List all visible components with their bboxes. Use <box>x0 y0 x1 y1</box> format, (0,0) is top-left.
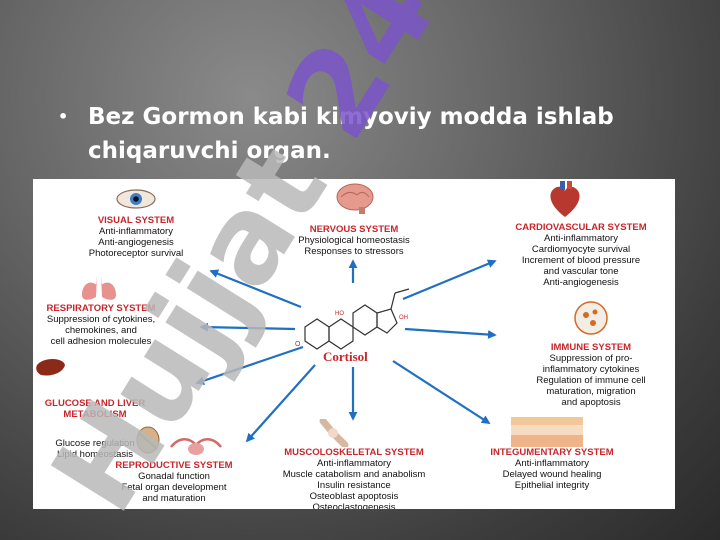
reproductive-system-desc: Gonadal function Fetal organ development… <box>121 471 227 504</box>
slide-bullet: • Bez Gormon kabi kimyoviy modda ishlab … <box>58 100 678 168</box>
integumentary-system-title: INTEGUMENTARY SYSTEM <box>490 447 614 458</box>
molecule-label-ho: HO <box>335 311 344 317</box>
skin-layers-icon <box>511 417 583 447</box>
joint-icon <box>319 419 349 447</box>
eye-icon <box>116 189 156 209</box>
integumentary-system: INTEGUMENTARY SYSTEM Anti-inflammatory D… <box>457 447 647 491</box>
glucose-system-desc: Glucose regulation Lipid homeostasis <box>55 438 135 460</box>
lungs-icon <box>82 275 116 300</box>
molecule-label-oh: OH <box>399 315 408 321</box>
musculo-system-desc: Anti-inflammatory Muscle catabolism and … <box>282 458 426 509</box>
immune-system-desc: Suppression of pro- inflammatory cytokin… <box>536 353 646 408</box>
nervous-system-desc: Physiological homeostasis Responses to s… <box>298 235 410 257</box>
arrow-cardio <box>402 259 497 301</box>
bullet-marker: • <box>58 107 69 126</box>
musculo-system-title: MUSCOLOSKELETAL SYSTEM <box>284 447 424 458</box>
visual-system-title: VISUAL SYSTEM <box>97 215 175 226</box>
cardio-system-title: CARDIOVASCULAR SYSTEM <box>515 222 647 233</box>
respiratory-system-desc: Suppression of cytokines, chemokines, an… <box>46 314 156 347</box>
cortisol-label: Cortisol <box>323 349 368 364</box>
integumentary-system-desc: Anti-inflammatory Delayed wound healing … <box>502 458 602 491</box>
liver-icon <box>36 359 65 376</box>
reproductive-system: REPRODUCTIVE SYSTEM Gonadal function Fet… <box>99 460 249 504</box>
arrow-respiratory <box>199 322 296 332</box>
immune-system: IMMUNE SYSTEM Suppression of pro- inflam… <box>507 342 675 408</box>
musculo-system: MUSCOLOSKELETAL SYSTEM Anti-inflammatory… <box>259 447 449 509</box>
respiratory-system-title: RESPIRATORY SYSTEM <box>46 303 156 314</box>
arrow-immune <box>404 327 497 339</box>
arrow-reproductive <box>245 364 316 443</box>
molecule-label-o: O <box>295 341 301 348</box>
immune-cell-icon <box>574 301 608 335</box>
uterus-icon <box>170 438 222 455</box>
brain-icon <box>336 183 374 214</box>
glucose-system-title: GLUCOSE AND LIVER METABOLISM <box>44 398 146 420</box>
bullet-text: Bez Gormon kabi kimyoviy modda ishlab ch… <box>88 104 614 164</box>
cardio-system: CARDIOVASCULAR SYSTEM Anti-inflammatory … <box>491 222 671 288</box>
visual-system: VISUAL SYSTEM Anti-inflammatory Anti-ang… <box>81 215 191 259</box>
visual-system-desc: Anti-inflammatory Anti-angiogenesis Phot… <box>88 226 184 259</box>
heart-icon <box>550 181 580 217</box>
arrow-integumentary <box>392 360 491 424</box>
cardio-system-desc: Anti-inflammatory Cardiomyocyte survival… <box>521 233 641 288</box>
reproductive-icon <box>136 426 160 454</box>
arrow-visual <box>209 269 302 309</box>
nervous-system: NERVOUS SYSTEM Physiological homeostasis… <box>261 224 447 257</box>
reproductive-system-title: REPRODUCTIVE SYSTEM <box>115 460 233 471</box>
arrows-layer <box>195 259 497 443</box>
arrow-glucose <box>195 345 304 385</box>
respiratory-system: RESPIRATORY SYSTEM Suppression of cytoki… <box>33 303 169 347</box>
nervous-system-title: NERVOUS SYSTEM <box>309 224 399 235</box>
immune-system-title: IMMUNE SYSTEM <box>550 342 632 353</box>
glucose-system: GLUCOSE AND LIVER METABOLISM Glucose reg… <box>33 380 157 478</box>
cortisol-molecule: O HO OH <box>295 288 410 350</box>
cortisol-diagram: O HO OH Cortisol VISUAL SYSTEM Anti-infl… <box>33 179 675 509</box>
